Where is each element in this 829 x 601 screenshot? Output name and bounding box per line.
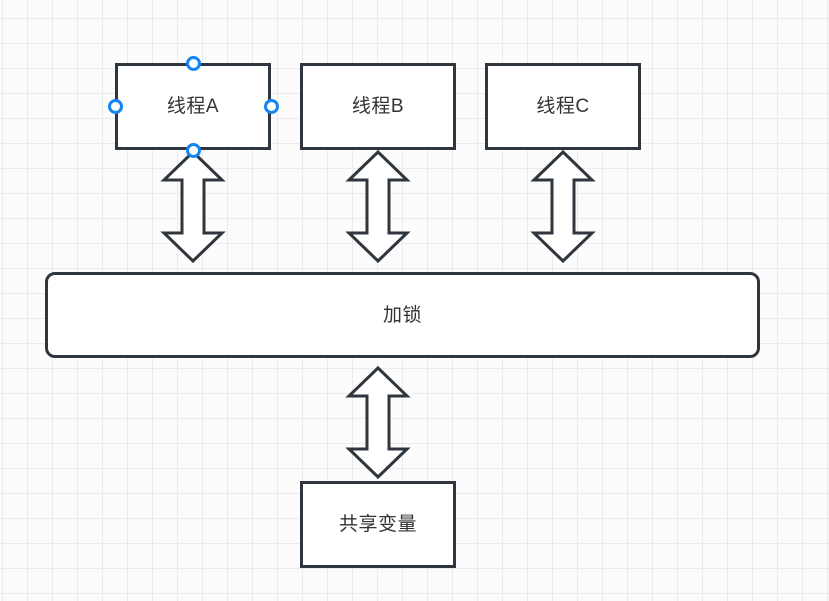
selection-handle-bottom[interactable]: [185, 142, 201, 158]
node-thread-b-label: 线程B: [351, 96, 405, 117]
node-shared-var-label: 共享变量: [338, 514, 417, 535]
edge-thread-c-lock-double-arrow[interactable]: [530, 149, 596, 264]
node-thread-c-label: 线程C: [536, 96, 590, 117]
node-shared-var[interactable]: 共享变量: [300, 481, 456, 568]
edge-lock-sharedvar-double-arrow[interactable]: [345, 365, 411, 480]
node-thread-a-label: 线程A: [166, 96, 220, 117]
node-thread-c[interactable]: 线程C: [485, 63, 641, 150]
node-thread-a[interactable]: 线程A: [115, 63, 271, 150]
node-lock-label: 加锁: [382, 304, 422, 326]
edge-thread-b-lock-double-arrow[interactable]: [345, 149, 411, 264]
edge-thread-a-lock-double-arrow[interactable]: [160, 149, 226, 264]
node-thread-b[interactable]: 线程B: [300, 63, 456, 150]
selection-handle-right[interactable]: [263, 99, 279, 114]
node-lock[interactable]: 加锁: [45, 272, 760, 358]
selection-handle-top[interactable]: [185, 55, 201, 71]
selection-handle-left[interactable]: [107, 99, 123, 114]
